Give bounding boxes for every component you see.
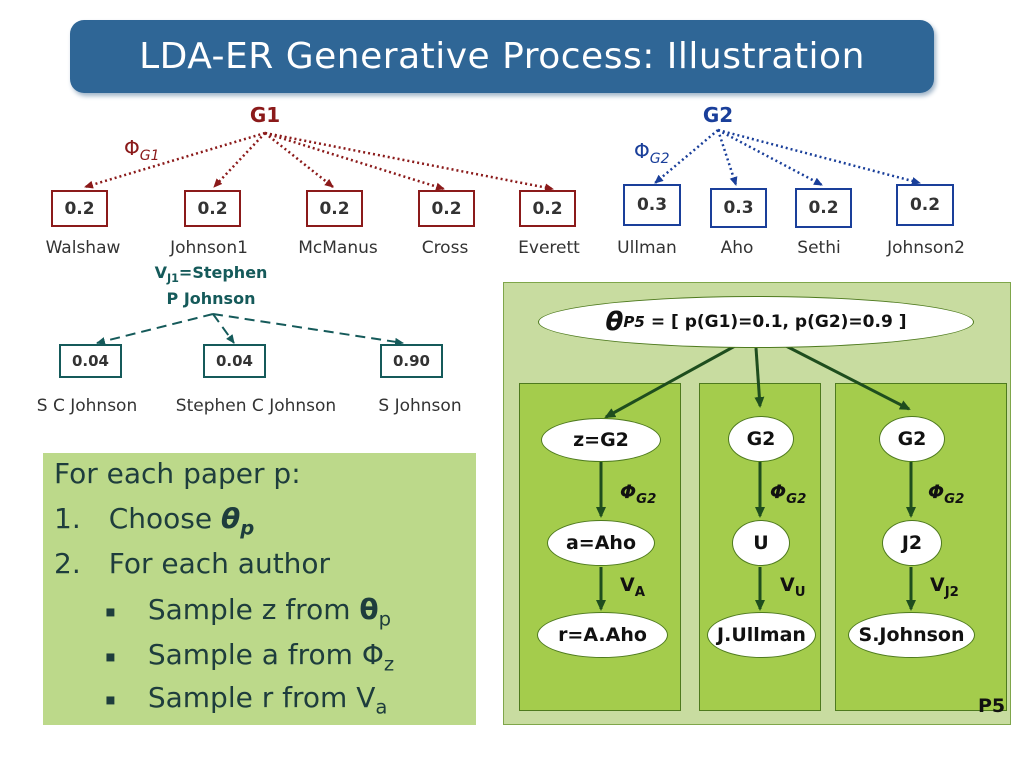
algo-line-3: 2.For each author	[54, 547, 331, 580]
g2-entity-prob: 0.3	[710, 188, 767, 228]
z-node: z=G2	[541, 418, 661, 462]
g2-entity-name: Ullman	[617, 238, 677, 258]
algorithm-box: For each paper p: 1.Choose θp 2.For each…	[43, 453, 476, 725]
title-bar: LDA-ER Generative Process: Illustration	[70, 20, 934, 93]
phi-g1-label: ΦG1	[124, 136, 160, 164]
g2-edges	[654, 128, 921, 187]
g2-entity-prob: 0.3	[623, 184, 681, 226]
g2-entity-prob: 0.2	[795, 188, 852, 228]
g2-entity-prob: 0.2	[896, 184, 954, 226]
g2-entity-name: Aho	[720, 238, 754, 258]
z-node: G2	[879, 416, 945, 462]
phi-g2-label: ΦG2	[634, 139, 670, 167]
plate-label: P5	[978, 695, 1006, 717]
g1-edges	[84, 131, 554, 192]
v-edge-label: VU	[780, 574, 806, 600]
r-node: J.Ullman	[707, 612, 816, 658]
a-node: a=Aho	[547, 520, 655, 566]
variant-prob: 0.04	[203, 344, 266, 378]
g2-entity-name: Johnson2	[887, 238, 965, 258]
a-node: U	[732, 520, 790, 566]
algo-line-2: 1.Choose θp	[54, 502, 255, 540]
g1-entity-prob: 0.2	[418, 190, 475, 227]
variant-prob: 0.04	[59, 344, 122, 378]
johnson1-variant-label: VJ1=Stephen P Johnson	[154, 263, 268, 309]
variant-edges	[96, 313, 404, 346]
algo-bullet-2: ▪Sample a from Φz	[105, 638, 395, 676]
g1-entity-name: Cross	[421, 238, 469, 258]
variant-name: S Johnson	[378, 396, 462, 416]
page-title: LDA-ER Generative Process: Illustration	[139, 36, 865, 77]
g1-entity-prob: 0.2	[306, 190, 363, 227]
g1-entity-name: Johnson1	[170, 238, 248, 258]
g1-entity-name: McManus	[298, 238, 378, 258]
v-edge-label: VA	[620, 574, 646, 600]
g1-entity-prob: 0.2	[519, 190, 576, 227]
g1-entity-prob: 0.2	[51, 190, 108, 227]
g1-entity-prob: 0.2	[184, 190, 241, 227]
variant-name: S C Johnson	[36, 396, 138, 416]
v-edge-label: VJ2	[930, 574, 959, 600]
a-node: J2	[882, 520, 942, 566]
variant-name: Stephen C Johnson	[175, 396, 337, 416]
g1-label: G1	[249, 103, 281, 127]
phi-edge-label: ΦG2	[770, 481, 807, 507]
r-node: r=A.Aho	[537, 612, 668, 658]
algo-line-1: For each paper p:	[54, 457, 301, 490]
phi-edge-label: ΦG2	[928, 481, 965, 507]
g2-entity-name: Sethi	[797, 238, 841, 258]
g1-entity-name: Walshaw	[45, 238, 121, 258]
r-node: S.Johnson	[848, 612, 975, 658]
z-node: G2	[728, 416, 794, 462]
algo-bullet-3: ▪Sample r from Va	[105, 681, 388, 719]
g2-label: G2	[702, 103, 734, 127]
phi-edge-label: ΦG2	[620, 481, 657, 507]
g1-entity-name: Everett	[518, 238, 580, 258]
variant-prob: 0.90	[380, 344, 443, 378]
algo-bullet-1: ▪Sample z from θp	[105, 593, 392, 631]
